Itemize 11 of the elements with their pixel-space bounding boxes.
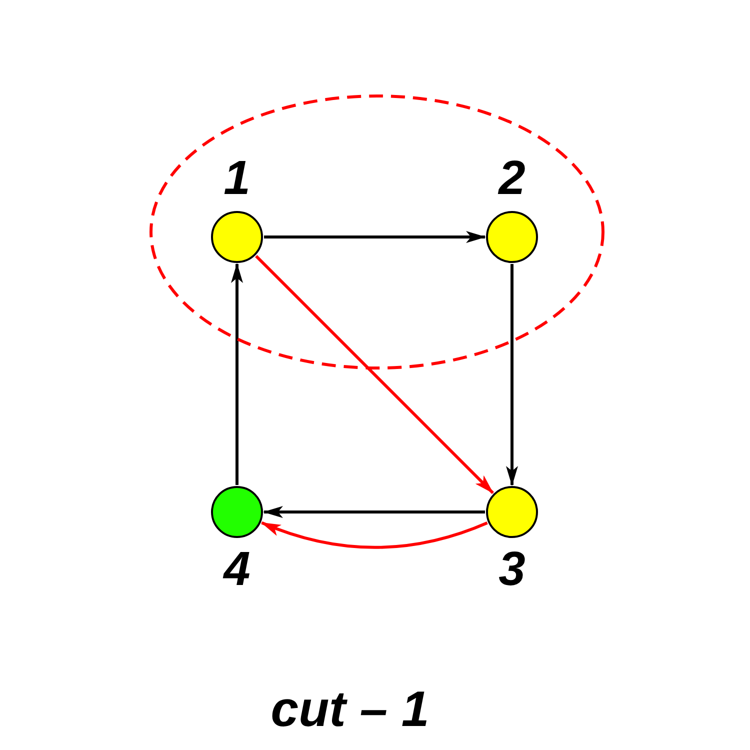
node-number: 1 (224, 151, 250, 207)
arrow (506, 264, 518, 486)
arrow (264, 231, 486, 243)
node-number: 4 (224, 542, 250, 598)
arrow (231, 263, 243, 485)
arrow (263, 506, 485, 518)
node-number: 3 (498, 542, 526, 598)
arrow (260, 521, 488, 549)
caption: cut – 1 (270, 681, 430, 737)
node-number: 2 (498, 151, 526, 207)
arrow (255, 255, 494, 494)
